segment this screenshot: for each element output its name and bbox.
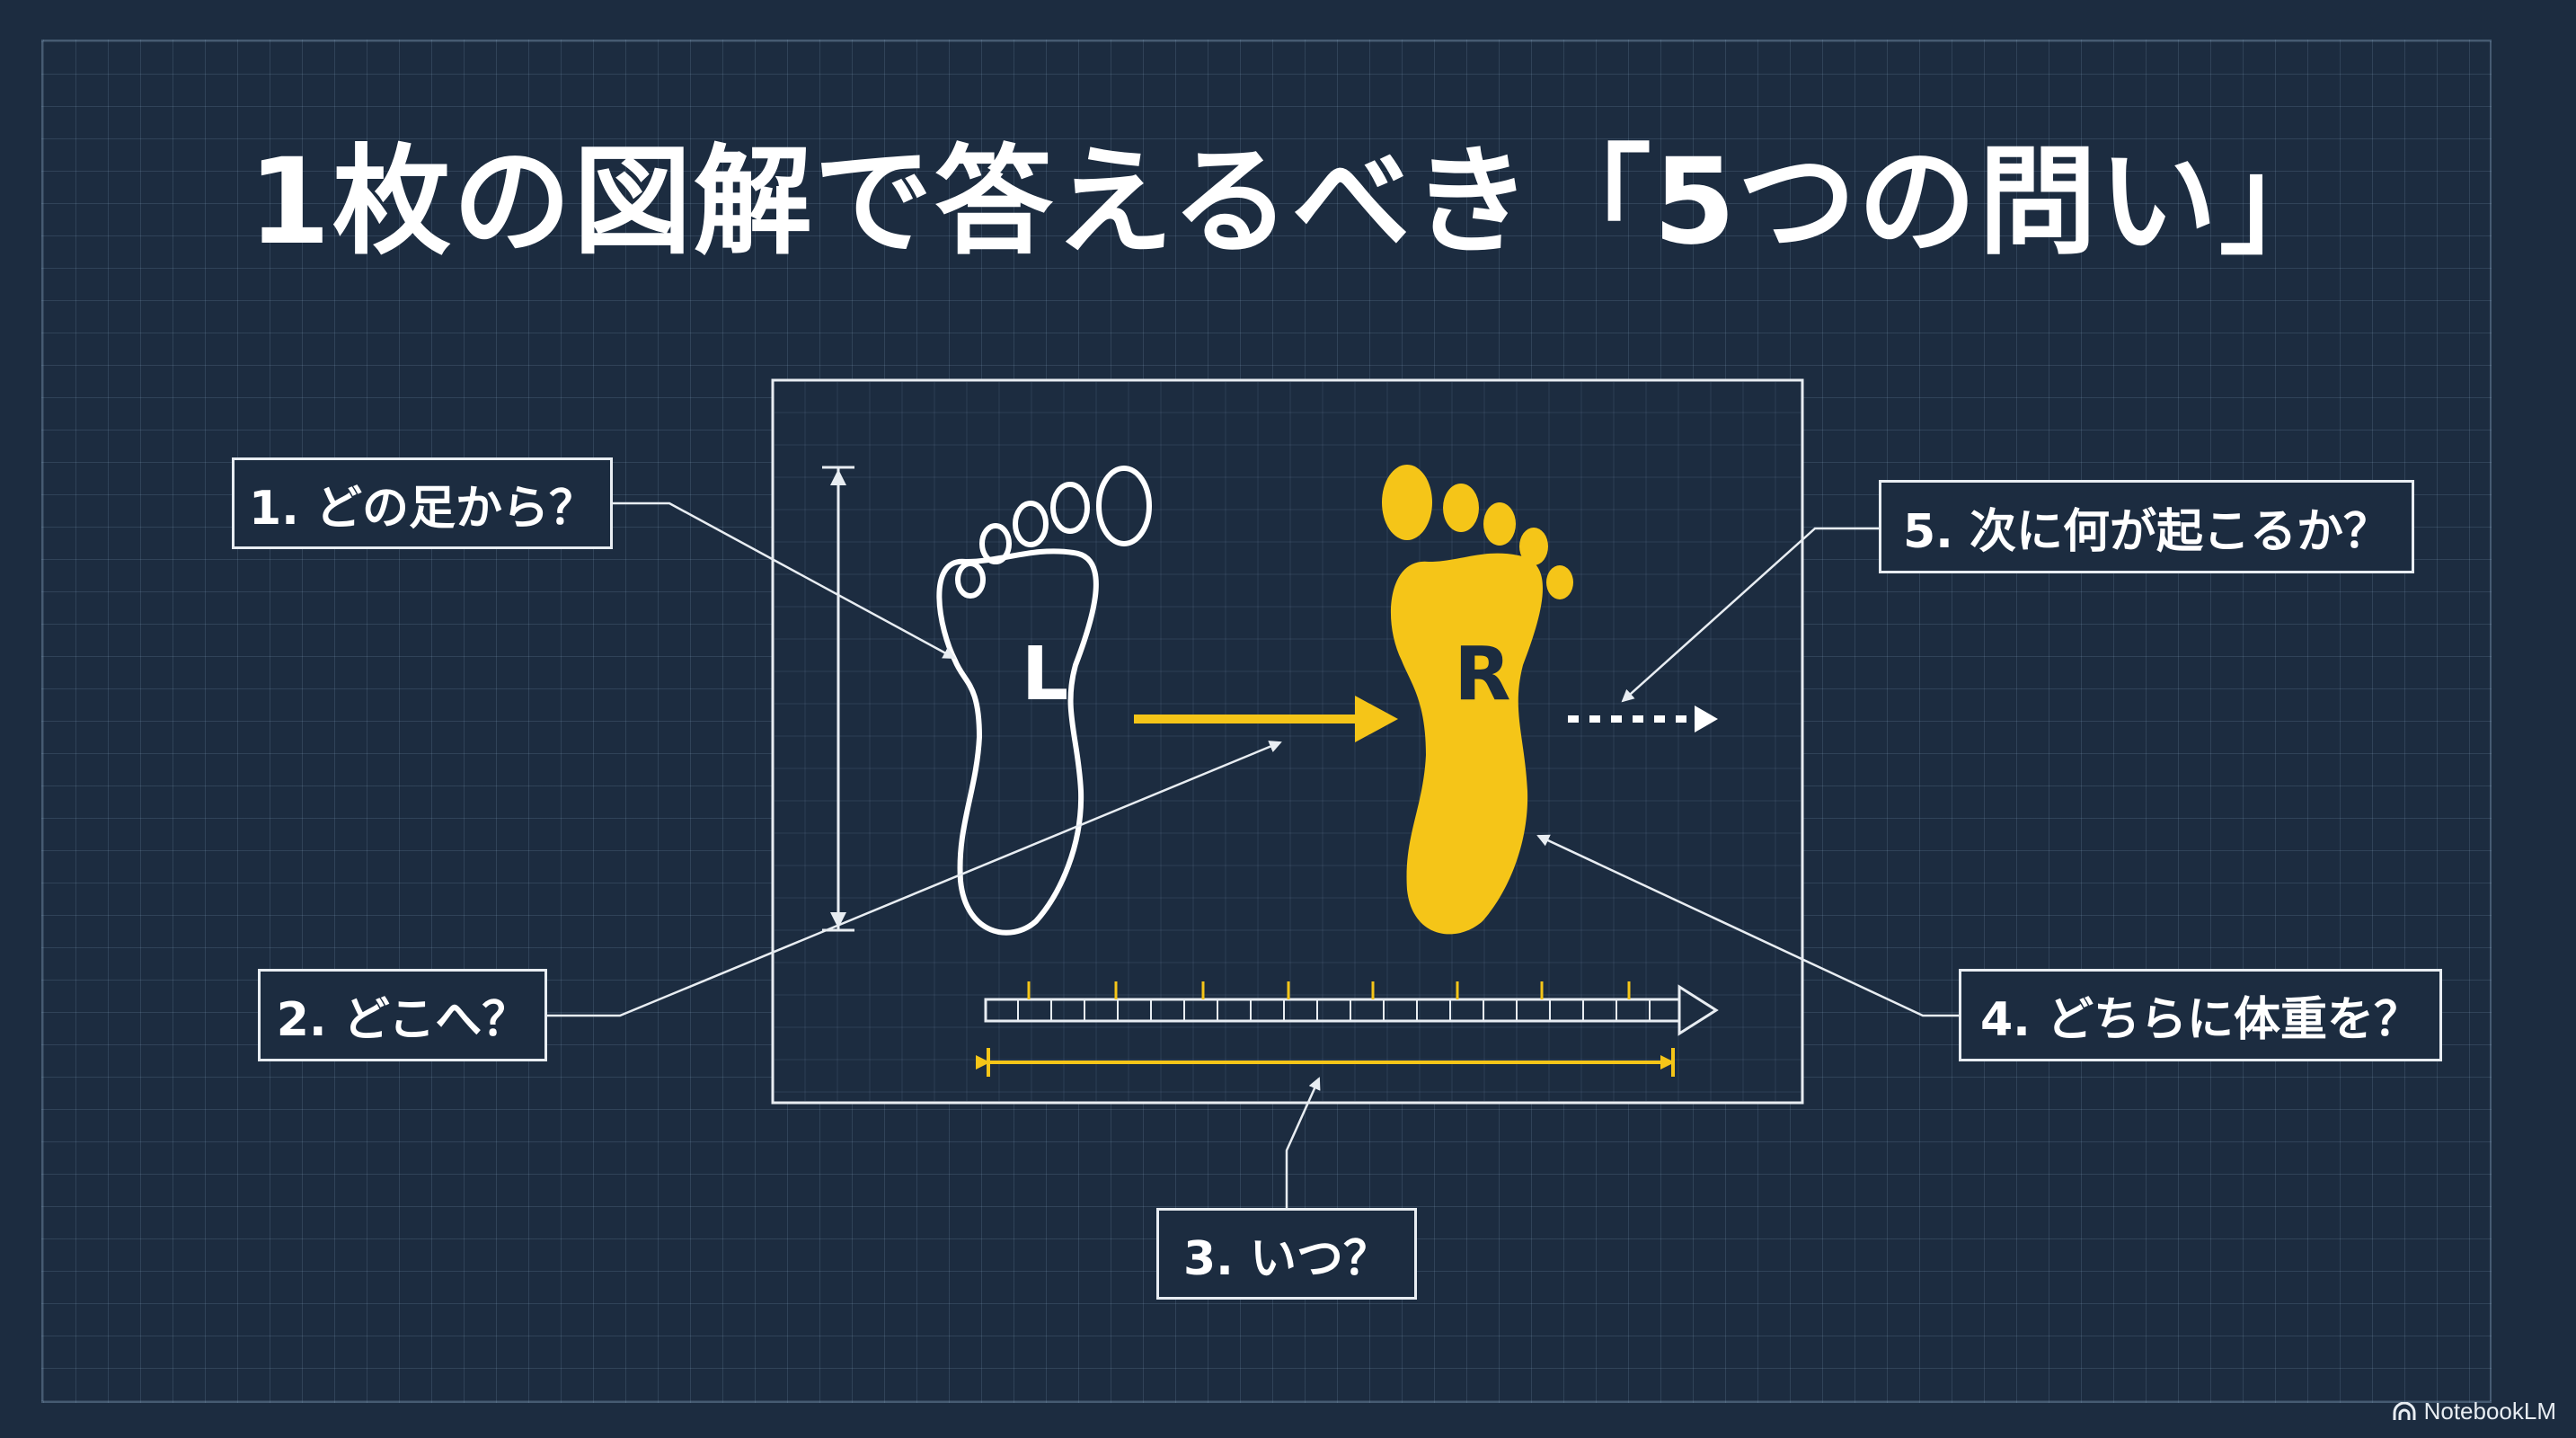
question-5-box: 5. 次に何が起こるか？: [1879, 480, 2414, 573]
left-foot-outline-icon: [936, 466, 1152, 936]
question-3-box: 3. いつ？: [1156, 1208, 1417, 1300]
question-4-box: 4. どちらに体重を？: [1959, 969, 2442, 1061]
leader-lines: [546, 502, 1961, 1209]
slide-title: 1枚の図解で答えるべき「5つの問い」: [248, 133, 2340, 271]
question-1-box: 1. どの足から？: [232, 457, 613, 549]
question-2-box: 2. どこへ？: [258, 969, 547, 1061]
duration-line: [976, 1048, 1675, 1077]
brand-watermark: NotebookLM: [2392, 1398, 2556, 1425]
leader-q4: [1536, 834, 1961, 1017]
notebooklm-logo-icon: [2393, 1401, 2416, 1420]
leader-q3: [1285, 1077, 1321, 1209]
next-step-dotted-arrow: [1568, 706, 1718, 732]
leader-q1: [611, 502, 956, 660]
left-foot-label: L: [1022, 632, 1068, 717]
right-foot-label: R: [1454, 632, 1510, 717]
right-foot-filled-icon: [1382, 465, 1573, 935]
timeline-ruler: [984, 981, 1719, 1036]
leader-q5: [1621, 527, 1881, 703]
leader-q2: [546, 741, 1282, 1017]
step-arrow: [1134, 696, 1398, 742]
brand-name: NotebookLM: [2423, 1398, 2556, 1425]
